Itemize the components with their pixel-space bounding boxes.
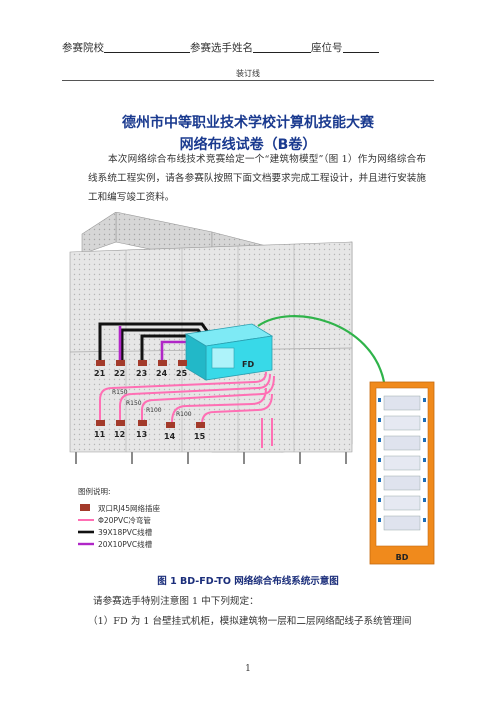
port-label: 13 bbox=[136, 430, 147, 439]
legend-label: 39X18PVC线槽 bbox=[98, 527, 153, 537]
page-number: 1 bbox=[245, 664, 251, 674]
name-field[interactable] bbox=[253, 41, 311, 53]
port-label: 14 bbox=[164, 432, 176, 441]
port-label: 21 bbox=[94, 369, 106, 378]
legend-label: 20X10PVC线槽 bbox=[98, 539, 153, 549]
instruction-paragraph: 请参赛选手特别注意图 1 中下列规定： bbox=[93, 596, 259, 607]
school-label: 参赛院校 bbox=[62, 42, 104, 54]
binding-line-label: 装订线 bbox=[236, 69, 260, 78]
port-label: 25 bbox=[176, 369, 188, 378]
bend-label: R150 bbox=[112, 389, 128, 396]
rule-paragraph: （1）FD 为 1 台壁挂式机柜，模拟建筑物一层和二层网络配线子系统管理间 bbox=[88, 616, 412, 627]
top-sockets bbox=[96, 360, 187, 366]
fd-bd-link bbox=[257, 315, 386, 383]
seat-label: 座位号 bbox=[311, 42, 343, 54]
port-label: 12 bbox=[114, 430, 125, 439]
port-label: 15 bbox=[194, 432, 206, 441]
bend-label: R100 bbox=[176, 411, 192, 418]
main-title: 德州市中等职业技术学校计算机技能大赛 bbox=[122, 115, 374, 131]
top-port-labels: 21 22 23 24 25 bbox=[94, 369, 188, 378]
port-label: 11 bbox=[94, 430, 106, 439]
port-label: 24 bbox=[156, 369, 168, 378]
bend-label: R150 bbox=[126, 400, 142, 407]
exam-header: 参赛院校 参赛选手姓名 座位号 bbox=[62, 40, 430, 55]
bottom-sockets bbox=[96, 420, 205, 428]
bottom-port-labels: 11 12 13 14 15 bbox=[94, 430, 206, 441]
binding-line bbox=[62, 80, 434, 81]
bend-labels: R150 R150 R100 R100 bbox=[112, 389, 192, 418]
bd-rack: BD bbox=[369, 381, 435, 565]
cabling-diagram: FD 21 22 23 24 25 11 12 13 14 1 bbox=[69, 212, 435, 565]
legend: 图例说明: 双口RJ45网络插座 Φ20PVC冷弯管 39X18PVC线槽 20… bbox=[78, 486, 160, 549]
conduits bbox=[99, 371, 275, 448]
seat-field[interactable] bbox=[342, 41, 379, 53]
port-label: 23 bbox=[136, 369, 147, 378]
school-field[interactable] bbox=[104, 41, 190, 53]
legend-label: Φ20PVC冷弯管 bbox=[98, 515, 151, 525]
sub-title: 网络布线试卷（B卷） bbox=[179, 137, 317, 153]
legend-swatch-socket bbox=[80, 504, 90, 511]
name-label: 参赛选手姓名 bbox=[190, 42, 253, 54]
fd-label: FD bbox=[242, 360, 254, 369]
bend-label: R100 bbox=[146, 407, 162, 414]
port-label: 22 bbox=[114, 369, 125, 378]
intro-paragraph: 本次网络综合布线技术竞赛给定一个“建筑物模型”（图 1）作为网络综合布线系统工程… bbox=[88, 154, 426, 203]
legend-title: 图例说明: bbox=[78, 486, 111, 496]
fd-cabinet: FD bbox=[184, 323, 274, 381]
bd-label: BD bbox=[396, 553, 409, 562]
legend-label: 双口RJ45网络插座 bbox=[98, 503, 160, 513]
figure-caption: 图 1 BD-FD-TO 网络综合布线系统示意图 bbox=[157, 576, 339, 587]
